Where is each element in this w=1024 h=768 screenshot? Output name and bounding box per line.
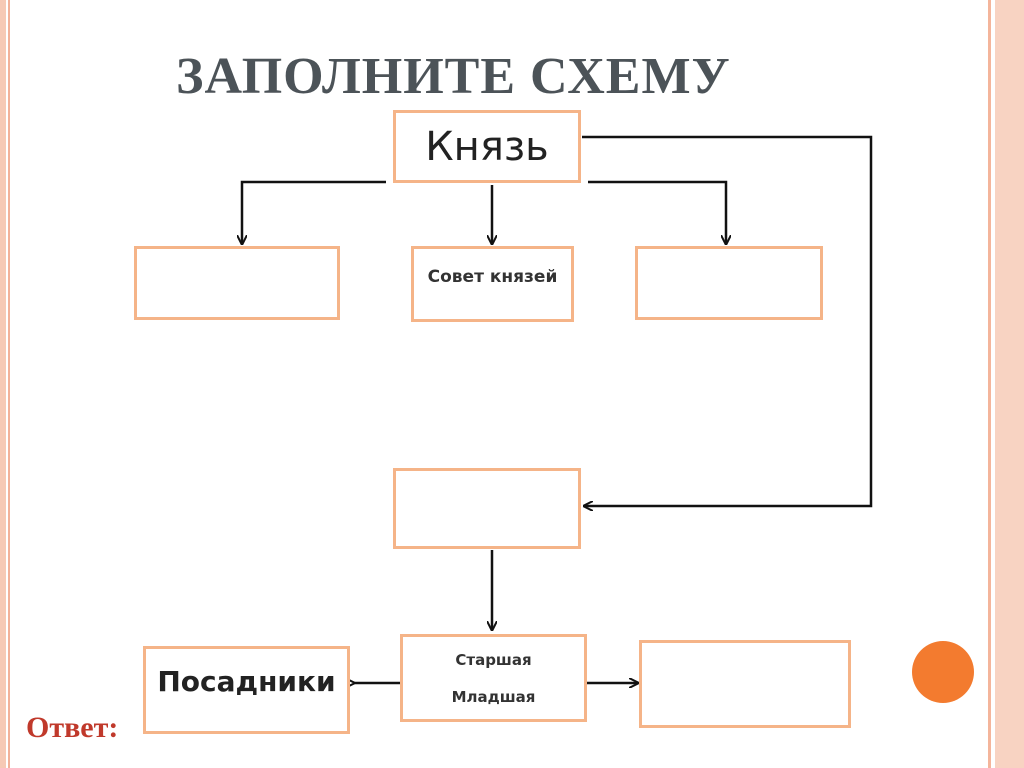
posadniki-box: Посадники [143, 646, 350, 734]
arrow-prince-to-right [588, 180, 726, 244]
empty-box-bottom-right[interactable] [639, 640, 851, 728]
posadniki-label: Посадники [157, 664, 336, 698]
decorative-orange-circle [912, 641, 974, 703]
empty-box-right[interactable] [635, 246, 823, 320]
empty-box-left[interactable] [134, 246, 340, 320]
slide-title: ЗАПОЛНИТЕ СХЕМУ [176, 48, 731, 105]
council-label: Совет князей [427, 267, 558, 287]
druzhina-senior-label: Старшая [455, 650, 532, 669]
council-box: Совет князей [411, 246, 574, 322]
prince-box: Князь [393, 110, 581, 183]
arrow-prince-to-middle [582, 135, 873, 506]
prince-label: Князь [425, 123, 549, 170]
druzhina-box: Старшая Младшая [400, 634, 587, 722]
druzhina-junior-label: Младшая [451, 687, 536, 706]
arrow-prince-to-left [242, 180, 386, 244]
empty-box-middle[interactable] [393, 468, 581, 549]
answer-label: Ответ: [26, 711, 119, 744]
